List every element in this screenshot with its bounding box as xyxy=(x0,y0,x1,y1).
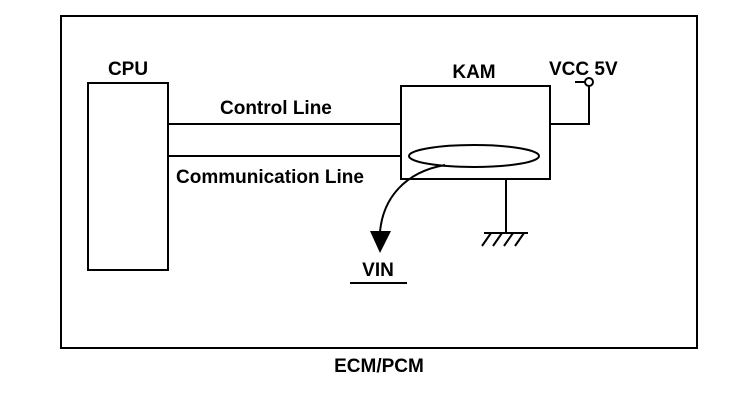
cpu-block xyxy=(87,82,169,271)
memory-area-ellipse xyxy=(408,144,540,168)
vin-label: VIN xyxy=(362,260,394,281)
kam-label: KAM xyxy=(452,62,495,83)
supply-wire xyxy=(550,86,590,125)
ground-hatch-icon xyxy=(481,232,525,247)
vin-arrowhead-icon xyxy=(370,231,391,253)
vin-arrow-curve xyxy=(379,164,446,233)
kam-block xyxy=(400,85,551,180)
communication-line-label: Communication Line xyxy=(176,167,364,188)
cpu-label: CPU xyxy=(108,59,148,80)
supply-label: VCC 5V xyxy=(549,59,618,80)
ecm-pcm-label: ECM/PCM xyxy=(334,356,424,377)
control-line-label: Control Line xyxy=(220,98,332,119)
ecm-pcm-frame xyxy=(60,15,698,349)
